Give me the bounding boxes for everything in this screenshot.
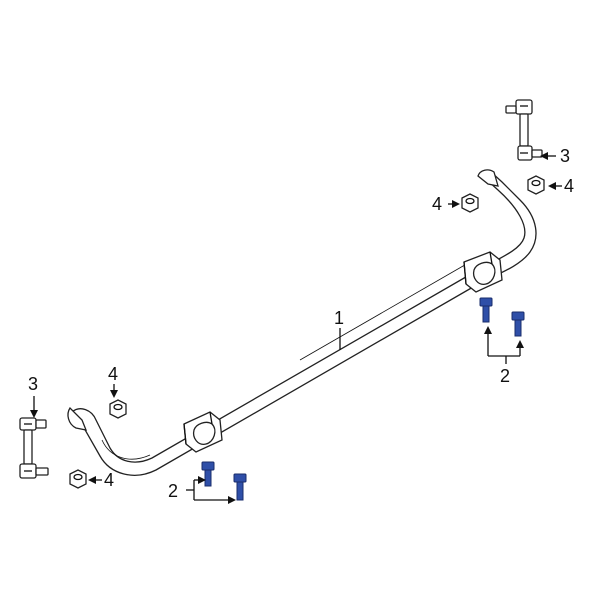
bolt-rear-1 — [479, 297, 493, 323]
callout-bolts-rear: 2 — [500, 366, 510, 386]
arrow-icon — [198, 476, 206, 484]
bolt-front-1 — [201, 461, 215, 487]
arrow-icon — [484, 326, 492, 334]
arrow-icon — [30, 410, 38, 418]
nut-left-upper — [109, 399, 127, 419]
stabilizer-bar — [67, 169, 537, 476]
callout-nut-left-lower: 4 — [104, 470, 114, 490]
arrow-icon — [452, 200, 460, 208]
nut-right-a — [461, 193, 479, 213]
arrow-icon — [110, 390, 118, 398]
callout-bar: 1 — [334, 308, 344, 328]
callout-leader-bolts-rear — [484, 326, 524, 364]
arrow-icon — [228, 496, 236, 504]
stabilizer-link-left — [19, 417, 49, 479]
callout-nut-right-b: 4 — [564, 176, 574, 196]
arrow-icon — [548, 182, 556, 190]
nut-right-b — [527, 175, 545, 195]
arrow-icon — [540, 152, 548, 160]
callout-leader-bolts-front — [186, 476, 236, 504]
callout-nut-left-upper: 4 — [108, 364, 118, 384]
bushing-bracket-left — [183, 411, 223, 453]
callout-nut-right-a: 4 — [432, 194, 442, 214]
bolt-rear-2 — [511, 311, 525, 337]
nut-left-lower — [69, 469, 87, 489]
callout-link-left: 3 — [28, 374, 38, 394]
stabilizer-link-right — [505, 99, 543, 161]
callout-bolts-front: 2 — [168, 481, 178, 501]
bolt-front-2 — [233, 473, 247, 501]
arrow-icon — [88, 476, 96, 484]
bushing-bracket-right — [463, 251, 503, 293]
callout-link-right: 3 — [560, 146, 570, 166]
arrow-icon — [516, 340, 524, 348]
